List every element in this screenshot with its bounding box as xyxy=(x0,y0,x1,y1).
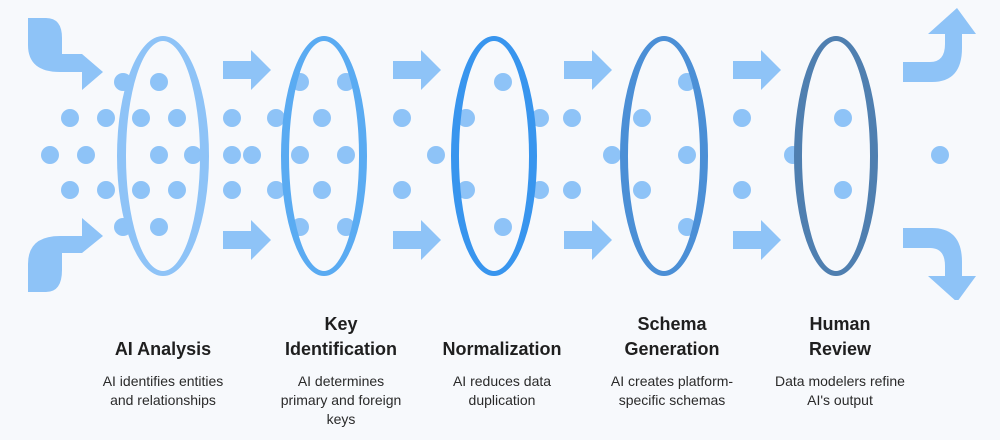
flow-arrows-layer xyxy=(28,8,976,300)
data-dot-15 xyxy=(168,181,186,199)
data-dot-12 xyxy=(150,146,168,164)
data-dot-11 xyxy=(150,73,168,91)
stage-3-title: Normalization xyxy=(442,339,562,359)
data-dot-2 xyxy=(77,146,95,164)
data-dot-46 xyxy=(678,146,696,164)
stage-1-title: AI Analysis xyxy=(114,339,212,359)
flow-arrow-3-icon xyxy=(393,50,441,90)
data-dot-38 xyxy=(531,109,549,127)
data-dot-3 xyxy=(61,109,79,127)
data-dot-43 xyxy=(633,109,651,127)
data-dot-16 xyxy=(184,146,202,164)
stage-1-heading: AI Analysis xyxy=(78,310,248,362)
stage-3-description: AI reduces data duplication xyxy=(452,373,552,408)
data-dot-33 xyxy=(427,146,445,164)
data-dot-5 xyxy=(97,109,115,127)
data-dot-1 xyxy=(41,146,59,164)
stage-5-description: Data modelers refine AI's output xyxy=(775,373,905,408)
data-dot-4 xyxy=(61,181,79,199)
data-dot-32 xyxy=(393,181,411,199)
data-modeling-pipeline-diagram xyxy=(28,8,976,300)
stage-4-description: AI creates platform- specific schemas xyxy=(610,373,734,408)
data-dot-24 xyxy=(291,146,309,164)
data-dot-31 xyxy=(393,109,411,127)
data-dots-layer xyxy=(41,73,949,236)
data-dot-37 xyxy=(494,218,512,236)
data-dot-29 xyxy=(337,146,355,164)
flow-arrow-1-icon xyxy=(223,50,271,90)
data-dot-22 xyxy=(267,181,285,199)
data-dot-52 xyxy=(834,181,852,199)
data-dot-14 xyxy=(168,109,186,127)
flow-arrow-5-icon xyxy=(564,50,612,90)
flow-arrow-7-icon xyxy=(733,50,781,90)
data-dot-17 xyxy=(223,109,241,127)
data-dot-21 xyxy=(267,109,285,127)
stage-2-title: Key Identification xyxy=(285,314,397,359)
data-dot-36 xyxy=(494,73,512,91)
data-dot-48 xyxy=(733,109,751,127)
stage-1-description: AI identifies entities and relationships xyxy=(102,373,224,408)
stage-4-title: Schema Generation xyxy=(624,314,720,359)
curved-arrow-in-bottom-icon xyxy=(28,218,103,292)
data-dot-6 xyxy=(97,181,115,199)
stage-5-heading: Human Review xyxy=(755,310,925,362)
data-dot-34 xyxy=(457,109,475,127)
flow-arrow-4-icon xyxy=(393,220,441,260)
curved-arrow-out-top-icon xyxy=(903,8,976,82)
stage-3-heading: Normalization xyxy=(417,310,587,362)
stage-2-heading: Key Identification xyxy=(256,310,426,362)
data-dot-26 xyxy=(313,109,331,127)
data-dot-10 xyxy=(132,181,150,199)
curved-arrow-out-bottom-icon xyxy=(903,228,976,300)
data-dot-51 xyxy=(834,109,852,127)
data-dot-20 xyxy=(243,146,261,164)
data-dot-35 xyxy=(457,181,475,199)
curved-arrow-in-top-icon xyxy=(28,18,103,90)
data-dot-18 xyxy=(223,146,241,164)
flow-arrow-2-icon xyxy=(223,220,271,260)
flow-arrow-8-icon xyxy=(733,220,781,260)
data-dot-53 xyxy=(931,146,949,164)
data-dot-44 xyxy=(633,181,651,199)
flow-arrow-6-icon xyxy=(564,220,612,260)
stage-4-heading: Schema Generation xyxy=(587,310,757,362)
data-dot-19 xyxy=(223,181,241,199)
data-dot-13 xyxy=(150,218,168,236)
stage-5-title: Human Review xyxy=(808,314,872,359)
stage-5-ring-icon xyxy=(794,36,878,276)
data-dot-27 xyxy=(313,181,331,199)
data-dot-40 xyxy=(563,109,581,127)
data-dot-41 xyxy=(563,181,581,199)
data-dot-42 xyxy=(603,146,621,164)
data-dot-49 xyxy=(733,181,751,199)
stage-2-description: AI determines primary and foreign keys xyxy=(280,373,402,427)
stage-3-ring-icon xyxy=(451,36,537,276)
data-dot-9 xyxy=(132,109,150,127)
